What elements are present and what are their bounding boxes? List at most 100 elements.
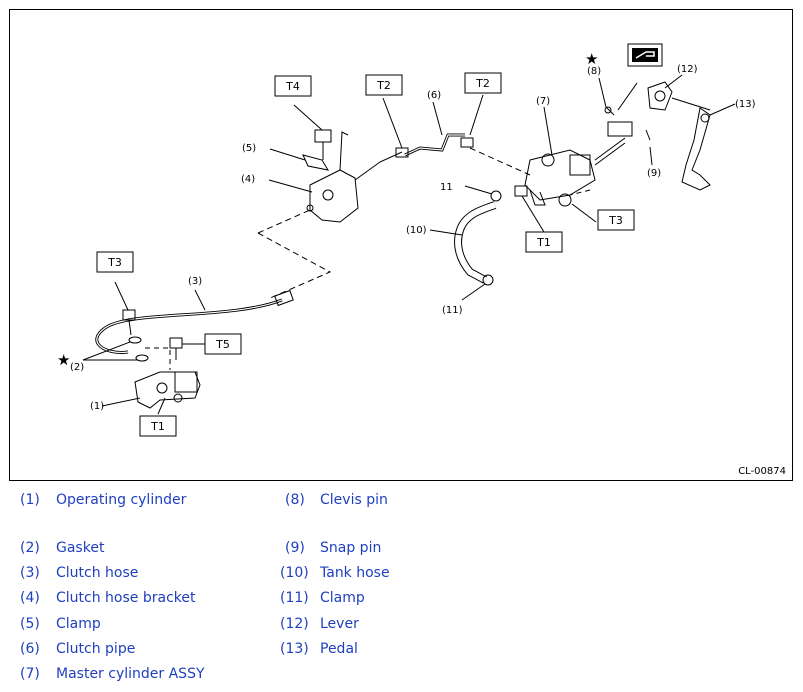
leader-line — [432, 101, 443, 136]
route-dashed-line — [469, 147, 531, 176]
leader-line — [82, 341, 138, 361]
clutch-pipe — [354, 151, 403, 181]
leader-line — [664, 74, 683, 89]
figure-id: CL-00874 — [738, 466, 786, 477]
gasket-upper — [128, 336, 142, 344]
callout-13: (13) — [735, 99, 756, 110]
legend-num: (1) — [20, 492, 40, 508]
master-cylinder-body — [569, 154, 591, 176]
torque-box-t1b — [525, 231, 563, 253]
clutch-hose-inner — [96, 299, 283, 354]
leader-line — [268, 179, 313, 193]
callout-1: (1) — [90, 401, 104, 412]
callout-10: (10) — [406, 225, 427, 236]
clutch-pipe-inner — [404, 134, 465, 156]
nut-t3 — [558, 193, 572, 207]
gasket-lower — [135, 354, 149, 362]
legend: (1) Operating cylinder (2) Gasket (3) Cl… — [0, 488, 803, 692]
master-cylinder-port — [541, 153, 555, 167]
operating-cylinder-port — [156, 382, 168, 394]
legend-text: Pedal — [320, 641, 358, 657]
leader-line — [617, 82, 638, 111]
legend-text: Master cylinder ASSY — [56, 666, 205, 682]
legend-text: Clutch hose — [56, 565, 139, 581]
legend-text: Clamp — [320, 590, 365, 606]
route-dashed-line — [257, 232, 332, 300]
snap-pin — [645, 129, 651, 141]
callout-5: (5) — [242, 143, 256, 154]
torque-label-t2b: T2 — [475, 77, 490, 90]
callout-9: (9) — [647, 168, 661, 179]
legend-text: Lever — [320, 616, 359, 632]
route-dashed-line — [257, 209, 311, 234]
bolt-t1 — [514, 185, 528, 197]
operating-cylinder — [134, 371, 201, 409]
tank-hose — [454, 201, 497, 284]
clutch-hose-bracket — [309, 169, 359, 223]
legend-num: (6) — [20, 641, 40, 657]
bracket-hole — [322, 189, 334, 201]
legend-num: (2) — [20, 540, 40, 556]
torque-box-t2b — [464, 72, 502, 94]
route-dashed-line — [145, 347, 171, 370]
legend-num: (3) — [20, 565, 40, 581]
leader-line — [382, 97, 403, 149]
clevis-pin-head — [604, 106, 612, 114]
torque-label-t1a: T1 — [150, 420, 165, 433]
leader-line — [194, 289, 206, 311]
star-mark-upper: ★ — [585, 50, 598, 68]
torque-box-t3b — [597, 209, 635, 231]
bracket-hole — [306, 204, 314, 212]
hose-fitting — [274, 289, 294, 307]
torque-label-t5: T5 — [215, 338, 230, 351]
lever-shaft — [671, 97, 711, 111]
torque-label-t2a: T2 — [376, 79, 391, 92]
legend-text: Operating cylinder — [56, 492, 187, 508]
legend-num: (12) — [280, 616, 309, 632]
legend-text: Clamp — [56, 616, 101, 632]
operating-cylinder-bolt-hole — [173, 393, 183, 403]
leader-line — [521, 195, 545, 233]
pedal — [681, 107, 711, 191]
clutch-pipe — [404, 133, 465, 157]
callout-4: (4) — [241, 174, 255, 185]
leader-line — [543, 106, 553, 156]
leader-line — [429, 229, 463, 236]
legend-text: Gasket — [56, 540, 105, 556]
legend-text: Snap pin — [320, 540, 382, 556]
leader-line — [293, 104, 323, 131]
legend-num: (11) — [280, 590, 309, 606]
torque-box-t1a — [139, 415, 177, 437]
pipe-fitting — [460, 137, 474, 148]
torque-box-t2a — [365, 74, 403, 96]
lever-hole — [654, 90, 666, 102]
legend-num: (13) — [280, 641, 309, 657]
leader-line — [114, 281, 129, 311]
legend-text: Clevis pin — [320, 492, 388, 508]
operating-cylinder-body — [174, 371, 198, 393]
clevis — [607, 121, 633, 137]
callout-12: (12) — [677, 64, 698, 75]
pushrod — [594, 137, 626, 161]
torque-box-t5 — [204, 333, 242, 355]
route-dashed-line — [569, 189, 591, 196]
callout-11-upper: 11 — [440, 182, 453, 193]
torque-label-t3a: T3 — [107, 256, 122, 269]
callout-2: (2) — [70, 362, 84, 373]
torque-label-t1b: T1 — [536, 236, 551, 249]
torque-box-t3a — [96, 251, 134, 273]
lever — [647, 81, 673, 111]
clamp-11-upper — [490, 190, 502, 202]
pedal-pivot — [700, 113, 710, 123]
clamp-5 — [302, 154, 330, 171]
legend-num: (10) — [280, 565, 309, 581]
leader-line — [461, 283, 486, 301]
torque-box-t4 — [274, 75, 312, 97]
leader-line — [101, 397, 141, 407]
leader-line — [269, 148, 306, 161]
legend-num: (7) — [20, 666, 40, 682]
exploded-diagram: T4 T2 T2 T3 T3 T5 T1 T1 (1) (2) (3) (4) … — [9, 9, 793, 481]
leader-line — [469, 94, 484, 136]
bolt-t4 — [314, 129, 332, 143]
tank-hose-inner — [455, 202, 496, 283]
